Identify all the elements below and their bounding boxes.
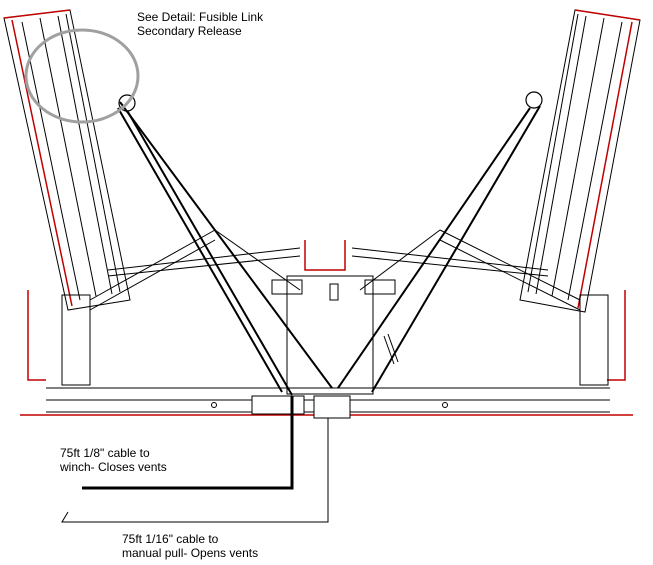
winch-cable-label: 75ft 1/8" cable to winch- Closes vents xyxy=(60,446,167,474)
winch-cable-line1: 75ft 1/8" cable to xyxy=(60,446,150,460)
winch-cable-line2: winch- Closes vents xyxy=(60,460,167,474)
manual-pull-cable xyxy=(61,418,329,523)
manual-pull-cable-line2: manual pull- Opens vents xyxy=(122,546,259,560)
manual-pull-cable-line1: 75ft 1/16" cable to xyxy=(122,532,219,546)
winch-cable xyxy=(82,396,294,490)
vent-cables xyxy=(117,101,541,396)
pulleys xyxy=(118,91,543,112)
gas-springs xyxy=(61,229,609,386)
fusible-link-detail-line1: See Detail: Fusible Link xyxy=(137,10,264,24)
right-hatch-lid xyxy=(519,9,641,313)
fusible-link-detail-line2: Secondary Release xyxy=(137,24,242,38)
center-mechanism xyxy=(251,275,399,419)
fusible-link-detail-label: See Detail: Fusible Link Secondary Relea… xyxy=(137,10,263,38)
fusible-link-callout-circle xyxy=(24,28,140,124)
manual-pull-cable-label: 75ft 1/16" cable to manual pull- Opens v… xyxy=(122,532,258,560)
support-arms xyxy=(107,247,549,277)
left-hatch-lid xyxy=(3,9,131,311)
